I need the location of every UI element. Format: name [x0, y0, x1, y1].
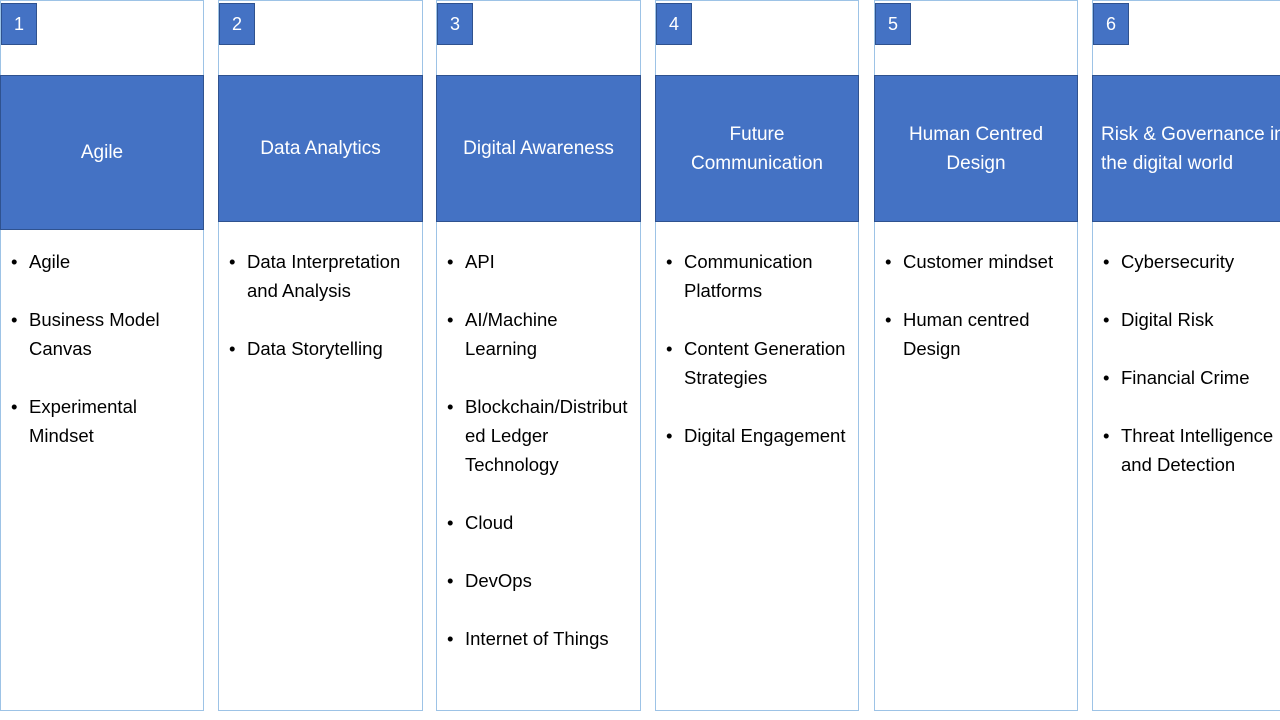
column-header: Risk & Governance in the digital world [1092, 75, 1280, 222]
list-item: Content Generation Strategies [666, 334, 850, 392]
column-number-badge: 2 [219, 3, 255, 45]
list-item: Digital Risk [1103, 305, 1280, 334]
topic-list: CybersecurityDigital RiskFinancial Crime… [1103, 247, 1280, 508]
topic-list: Communication PlatformsContent Generatio… [666, 247, 850, 479]
column-number-badge: 3 [437, 3, 473, 45]
list-item: Blockchain/Distributed Ledger Technology [447, 392, 632, 479]
column-number-badge: 6 [1093, 3, 1129, 45]
list-item: Communication Platforms [666, 247, 850, 305]
column-header: Human Centred Design [874, 75, 1078, 222]
topic-list: API AI/Machine LearningBlockchain/Distrib… [447, 247, 632, 682]
topic-list: AgileBusiness Model CanvasExperimental M… [11, 247, 195, 479]
list-item: Data Storytelling [229, 334, 414, 363]
list-item: API [447, 247, 632, 276]
list-item: Internet of Things [447, 624, 632, 653]
column-header: Agile [0, 75, 204, 230]
topic-list: Customer mindsetHuman centred Design [885, 247, 1069, 392]
list-item: Agile [11, 247, 195, 276]
list-item: Cloud [447, 508, 632, 537]
column-header: Digital Awareness [436, 75, 641, 222]
list-item: Human centred Design [885, 305, 1069, 363]
list-item: Customer mindset [885, 247, 1069, 276]
column-title: Data Analytics [260, 138, 381, 159]
list-item: Cybersecurity [1103, 247, 1280, 276]
list-item: Financial Crime [1103, 363, 1280, 392]
topic-column-1: 1AgileAgileBusiness Model CanvasExperime… [0, 0, 204, 711]
list-item: Data Interpretation and Analysis [229, 247, 414, 305]
list-item: Experimental Mindset [11, 392, 195, 450]
column-title: Digital Awareness [463, 138, 614, 159]
column-title: Agile [80, 142, 124, 163]
column-header: Future Communication [655, 75, 859, 222]
list-item: AI/Machine Learning [447, 305, 632, 363]
column-number-badge: 1 [1, 3, 37, 45]
column-number-badge: 5 [875, 3, 911, 45]
list-item: Threat Intelligence and Detection [1103, 421, 1280, 479]
column-title: Risk & Governance in the digital world [1101, 123, 1280, 174]
column-title: Human Centred Design [908, 123, 1044, 174]
list-item: Digital Engagement [666, 421, 850, 450]
list-item: Business Model Canvas [11, 305, 195, 363]
column-number-badge: 4 [656, 3, 692, 45]
column-title: Future Communication [691, 123, 823, 174]
list-item: DevOps [447, 566, 632, 595]
topic-list: Data Interpretation and AnalysisData Sto… [229, 247, 414, 392]
column-header: Data Analytics [218, 75, 423, 222]
